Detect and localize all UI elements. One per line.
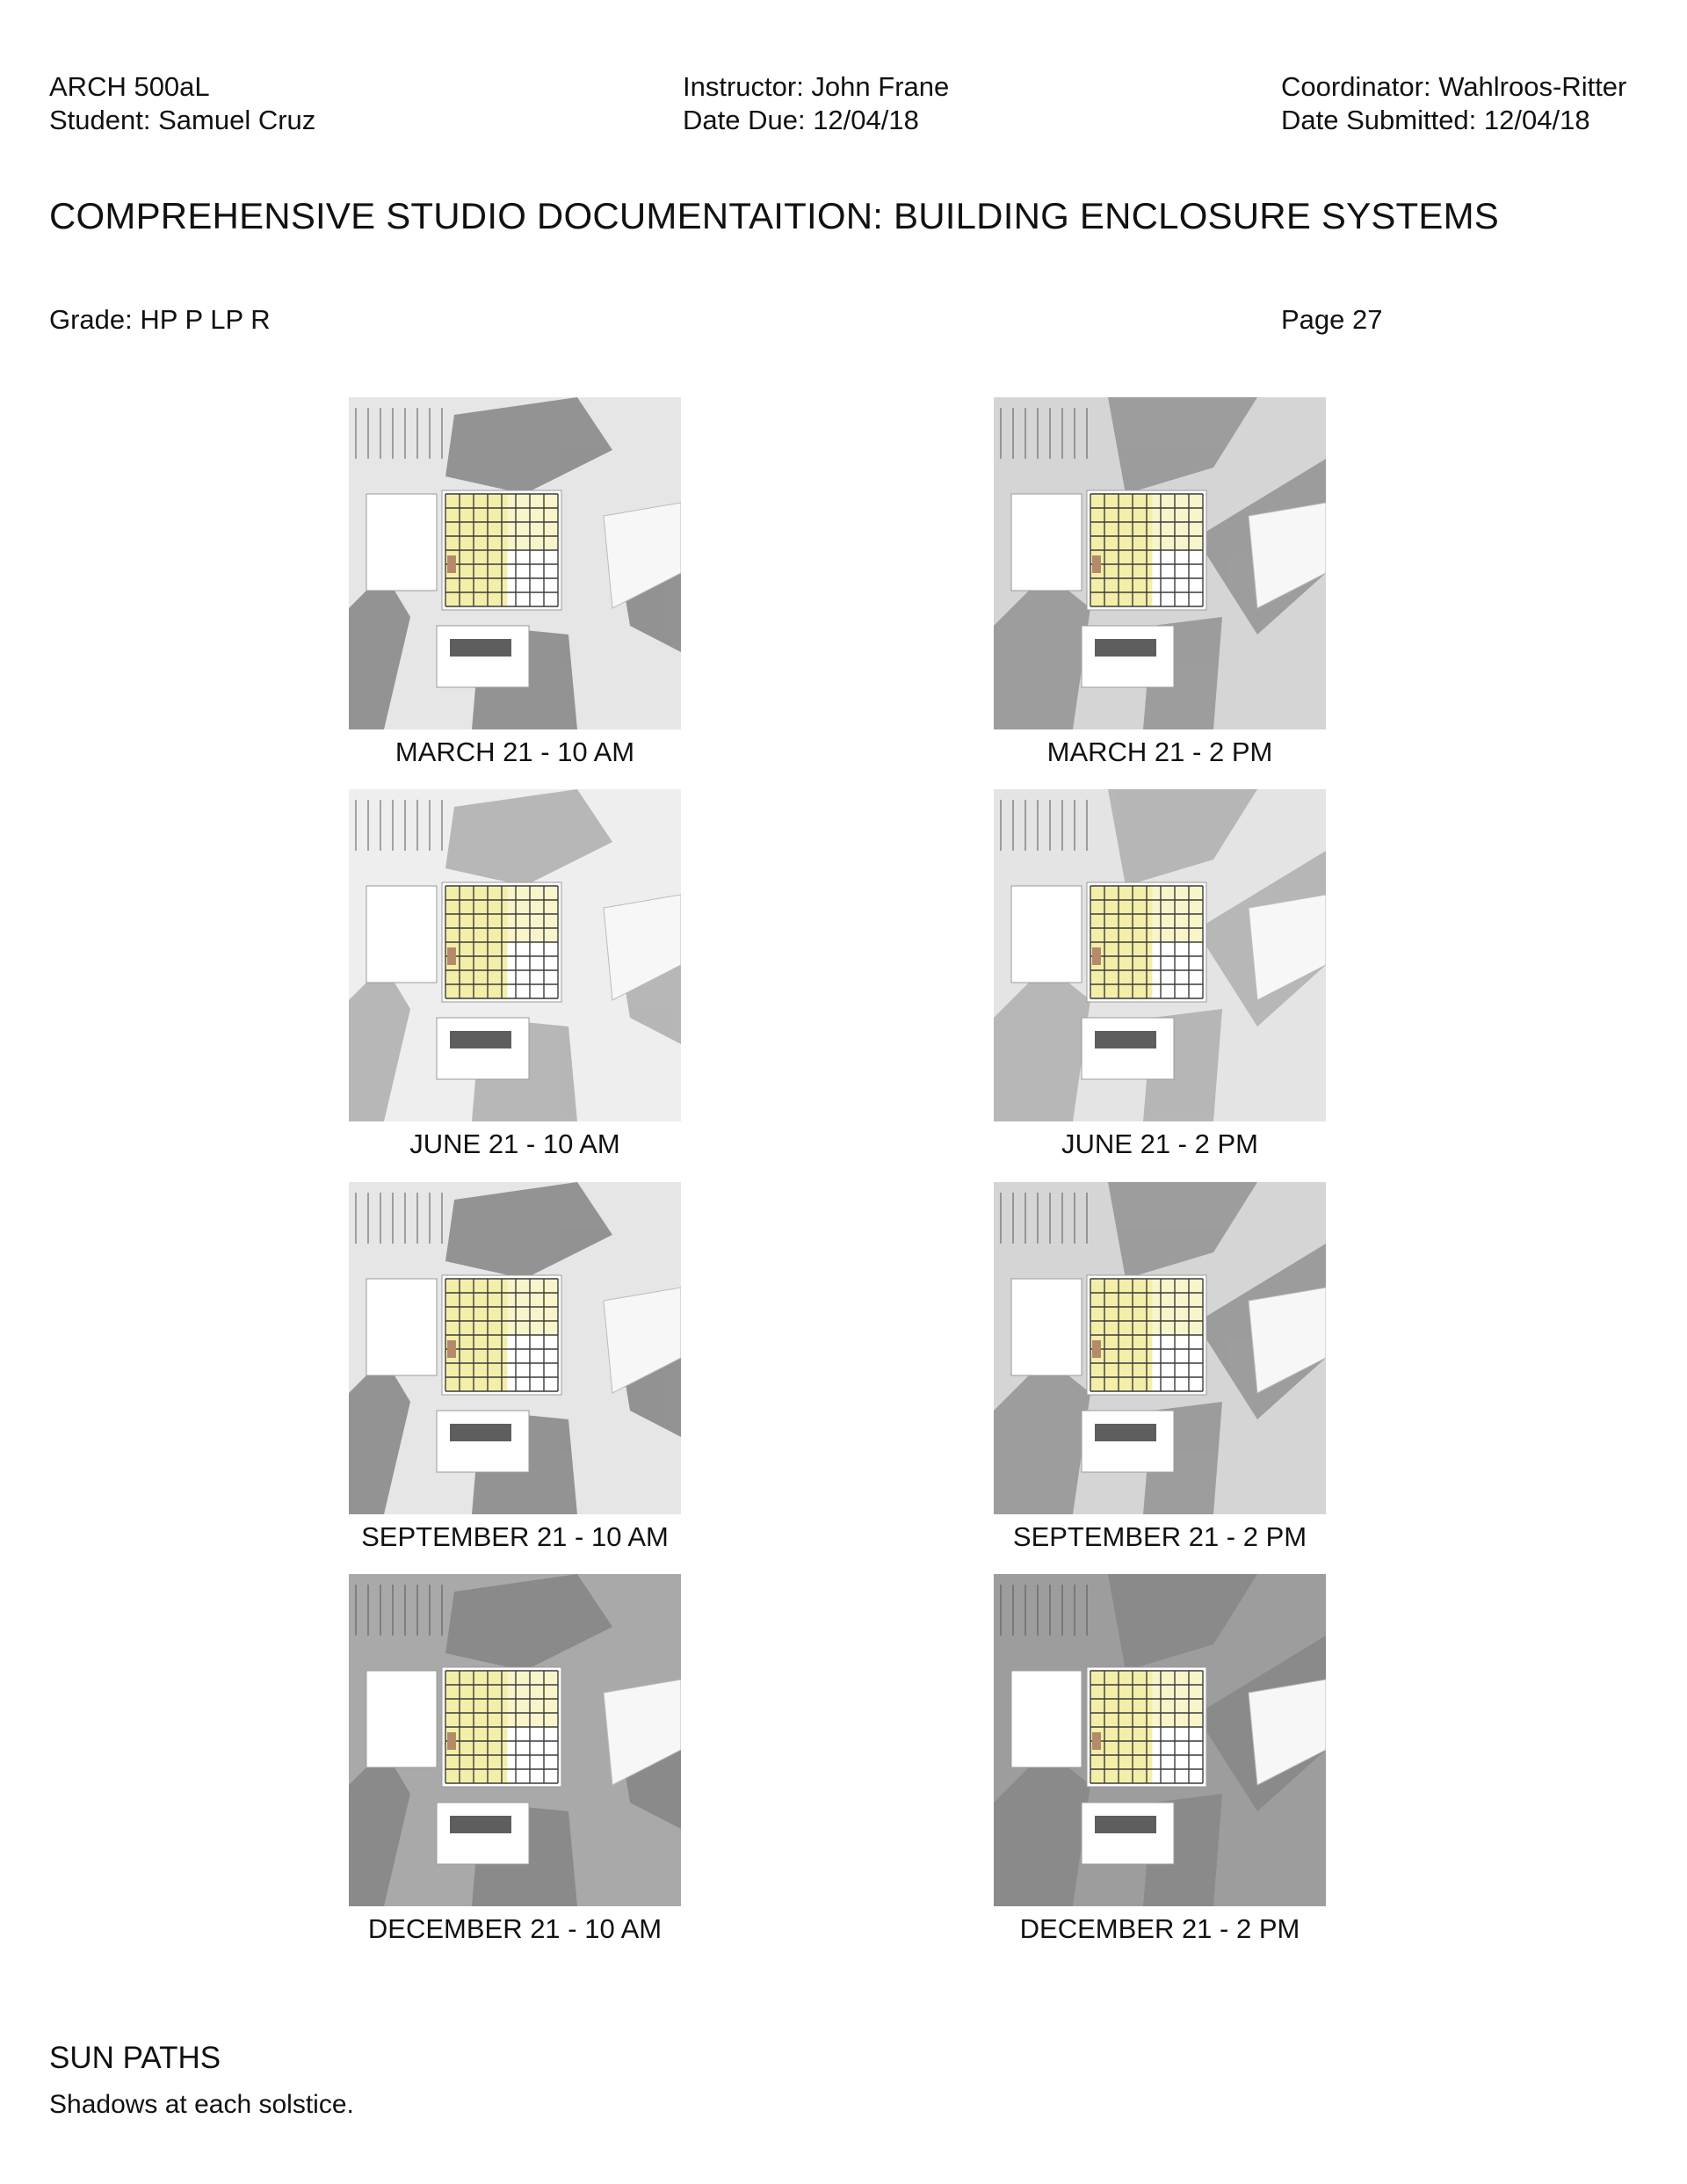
instructor-name: Instructor: John Frane (683, 71, 950, 102)
header-right: Coordinator: Wahlroos-Ritter Date Submit… (1281, 70, 1626, 137)
neighbor-building (1248, 1287, 1326, 1394)
course-code: ARCH 500aL (49, 71, 210, 102)
panel-caption: MARCH 21 - 10 AM (395, 736, 635, 767)
curtain-wall-grid (1090, 1278, 1204, 1392)
sun-study-panel: SEPTEMBER 21 - 2 PM (994, 1182, 1326, 1553)
accent-panel (447, 1732, 456, 1750)
roof-lattice (355, 800, 443, 851)
neighbor-building (1010, 1670, 1082, 1768)
neighbor-building (603, 1679, 681, 1786)
sun-study-panel: SEPTEMBER 21 - 10 AM (349, 1182, 681, 1553)
curtain-wall-grid (1090, 1670, 1204, 1784)
section-description: Shadows at each solstice. (49, 2090, 354, 2119)
neighbor-building (366, 1670, 438, 1768)
curtain-wall-grid (1090, 885, 1204, 999)
accent-panel (1092, 1732, 1101, 1750)
panel-caption: JUNE 21 - 10 AM (409, 1128, 620, 1159)
roof-lattice (355, 1193, 443, 1244)
shadow-study-image (349, 1574, 681, 1906)
panel-caption: DECEMBER 21 - 10 AM (367, 1913, 662, 1944)
courtyard-shadow (1095, 1424, 1156, 1441)
neighbor-building (366, 885, 438, 983)
sun-study-panel: JUNE 21 - 10 AM (349, 789, 681, 1160)
sun-study-panel: DECEMBER 21 - 10 AM (349, 1574, 681, 1945)
curtain-wall-grid (445, 493, 559, 607)
sun-study-panel: DECEMBER 21 - 2 PM (994, 1574, 1326, 1945)
shadow-study-image (994, 1182, 1326, 1514)
roof-lattice (355, 408, 443, 459)
document-title: COMPREHENSIVE STUDIO DOCUMENTAITION: BUI… (49, 195, 1500, 236)
neighbor-building (1248, 502, 1326, 609)
courtyard-shadow (450, 1424, 511, 1441)
roof-lattice (355, 1585, 443, 1636)
neighbor-building (1010, 1278, 1082, 1376)
coordinator-name: Coordinator: Wahlroos-Ritter (1281, 71, 1627, 102)
neighbor-building (1248, 894, 1326, 1001)
curtain-wall-grid (445, 1278, 559, 1392)
roof-lattice (1000, 1585, 1088, 1636)
accent-panel (1092, 555, 1101, 573)
panel-caption: MARCH 21 - 2 PM (1046, 736, 1273, 767)
shadow-study-image (349, 1182, 681, 1514)
student-name: Student: Samuel Cruz (49, 105, 316, 135)
neighbor-building (1248, 1679, 1326, 1786)
courtyard-shadow (450, 1816, 511, 1833)
neighbor-building (366, 493, 438, 591)
grade-line: Grade: HP P LP R (49, 304, 271, 335)
neighbor-building (1010, 885, 1082, 983)
panel-caption: JUNE 21 - 2 PM (1061, 1128, 1258, 1159)
neighbor-building (1010, 493, 1082, 591)
page-number: Page 27 (1281, 304, 1383, 335)
panel-caption: SEPTEMBER 21 - 2 PM (1012, 1521, 1307, 1552)
date-submitted: Date Submitted: 12/04/18 (1281, 105, 1590, 135)
neighbor-building (603, 894, 681, 1001)
shadow-study-image (349, 789, 681, 1121)
roof-lattice (1000, 800, 1088, 851)
accent-panel (1092, 947, 1101, 965)
courtyard-shadow (450, 639, 511, 657)
header-middle: Instructor: John Frane Date Due: 12/04/1… (683, 70, 949, 137)
section-title: SUN PATHS (49, 2041, 221, 2075)
sun-study-panel: JUNE 21 - 2 PM (994, 789, 1326, 1160)
shadow-study-image (994, 397, 1326, 729)
roof-lattice (1000, 1193, 1088, 1244)
neighbor-building (366, 1278, 438, 1376)
shadow-study-image (994, 789, 1326, 1121)
courtyard-shadow (450, 1031, 511, 1048)
sun-study-panel: MARCH 21 - 10 AM (349, 397, 681, 768)
accent-panel (447, 1340, 456, 1358)
accent-panel (447, 555, 456, 573)
courtyard-shadow (1095, 639, 1156, 657)
shadow-study-image (349, 397, 681, 729)
date-due: Date Due: 12/04/18 (683, 105, 919, 135)
curtain-wall-grid (445, 1670, 559, 1784)
curtain-wall-grid (1090, 493, 1204, 607)
curtain-wall-grid (445, 885, 559, 999)
panel-caption: SEPTEMBER 21 - 10 AM (361, 1521, 669, 1552)
sun-study-panel: MARCH 21 - 2 PM (994, 397, 1326, 768)
shadow-study-image (994, 1574, 1326, 1906)
header-left: ARCH 500aL Student: Samuel Cruz (49, 70, 315, 137)
courtyard-shadow (1095, 1816, 1156, 1833)
neighbor-building (603, 1287, 681, 1394)
accent-panel (1092, 1340, 1101, 1358)
accent-panel (447, 947, 456, 965)
roof-lattice (1000, 408, 1088, 459)
panel-caption: DECEMBER 21 - 2 PM (1019, 1913, 1300, 1944)
courtyard-shadow (1095, 1031, 1156, 1048)
neighbor-building (603, 502, 681, 609)
